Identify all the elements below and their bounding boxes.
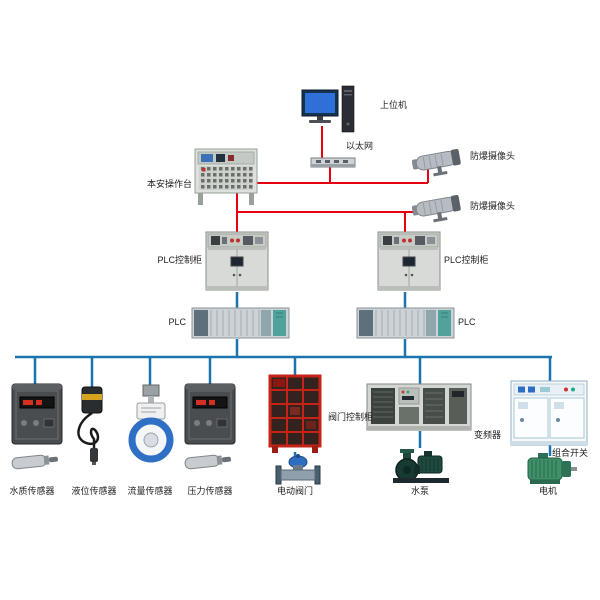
blue-fieldbus-line [15,292,552,458]
plc-cabinet-left-label: PLC控制柜 [157,255,202,265]
plc-rack-left-label: PLC [168,317,186,327]
pressure-probe-icon [183,450,235,472]
water-quality-sensor-icon [11,383,65,447]
water-pump-icon [390,444,454,486]
water-quality-probe-icon [10,450,62,472]
motor-icon [520,450,578,488]
ethernet-switch-icon [310,155,356,171]
plc-cabinet-left-icon [205,231,269,293]
combination-switch-icon [510,380,590,450]
plc-cabinet-right-icon [377,231,441,293]
level-sensor-icon [70,386,120,466]
motor-label: 电机 [538,486,557,496]
host-computer-label: 上位机 [380,100,408,110]
electric-valve-icon [274,454,322,488]
red-network-line [236,126,429,232]
camera-bottom-label: 防爆摄像头 [470,201,516,211]
vfd-label: 变频器 [474,430,502,440]
host-computer-icon [300,84,358,136]
level-sensor-label: 液位传感器 [71,486,117,496]
plc-cabinet-right-label: PLC控制柜 [444,255,489,265]
electric-valve-label: 电动阀门 [276,486,313,496]
camera-bottom-icon [411,186,468,226]
flow-sensor-label: 流量传感器 [127,486,173,496]
console-label: 本安操作台 [146,179,192,189]
valve-control-cabinet-icon [266,374,326,456]
plc-rack-right-label: PLC [458,317,476,327]
plc-rack-right-icon [356,307,456,341]
flow-sensor-icon [126,384,178,464]
camera-top-icon [411,140,468,180]
water-pump-label: 水泵 [410,486,429,496]
ethernet-label: 以太网 [346,141,374,151]
console-icon [194,148,258,208]
combination-switch-label: 组合开关 [552,448,589,458]
water-quality-sensor-label: 水质传感器 [9,486,55,496]
pressure-sensor-icon [184,383,238,447]
valve-control-cabinet-label: 阀门控制柜 [328,412,374,422]
camera-top-label: 防爆摄像头 [470,151,516,161]
vfd-icon [366,383,472,433]
pressure-sensor-label: 压力传感器 [187,486,233,496]
plc-rack-left-icon [191,307,291,341]
